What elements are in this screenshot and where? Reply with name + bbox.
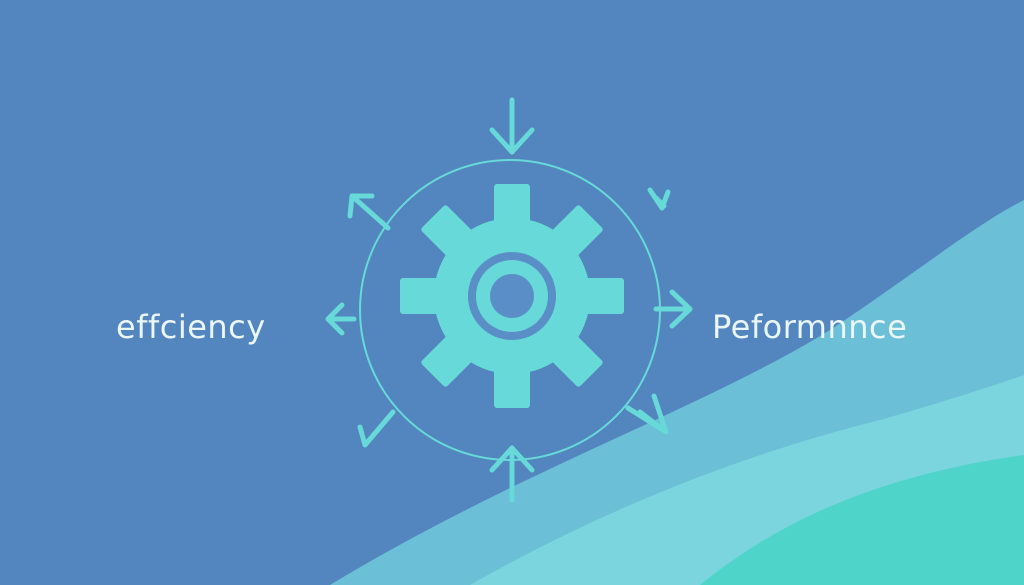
arrow-left-icon	[325, 302, 357, 336]
arrow-right-icon	[653, 289, 693, 329]
performance-label: Peformnnce	[712, 308, 907, 346]
wave-front	[700, 455, 1024, 585]
arrow-upper-left-icon	[347, 193, 391, 231]
arrow-lower-left-icon	[357, 409, 396, 448]
arrow-top-icon	[489, 97, 535, 155]
arrow-lower-right-icon	[625, 393, 669, 435]
arrow-bottom-icon	[489, 445, 535, 503]
efficiency-label: effciency	[116, 308, 266, 346]
gear-icon	[400, 184, 624, 408]
arrow-upper-right-icon	[647, 187, 671, 211]
